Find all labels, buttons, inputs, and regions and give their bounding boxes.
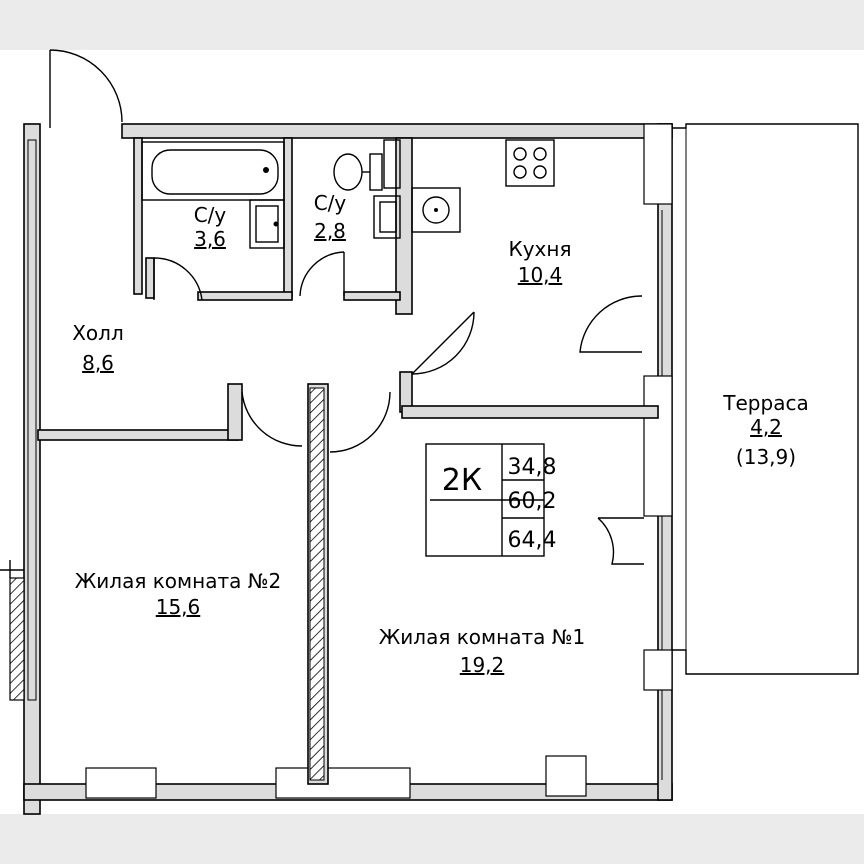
stove (505, 139, 555, 187)
living-area: 34,8 (508, 455, 557, 480)
bath1-area: 3,6 (194, 227, 226, 251)
kitchen-area: 10,4 (518, 263, 563, 287)
terrace-outline (672, 123, 859, 675)
room1-area: 19,2 (460, 653, 505, 677)
bathtub (141, 141, 285, 201)
room1-name: Жилая комната №1 (379, 625, 586, 649)
sink-bath1 (249, 199, 285, 249)
left-ledge (0, 560, 25, 701)
apartment-type: 2К (442, 463, 482, 498)
terrace-name: Терраса (722, 391, 808, 415)
terrace-area: 4,2 (750, 415, 782, 439)
kitchen-name: Кухня (509, 237, 572, 261)
interior-walls (37, 137, 659, 785)
windows-bottom (85, 755, 587, 799)
bath2-area: 2,8 (314, 219, 346, 243)
bath2-name: С/у (314, 191, 347, 215)
total-area: 60,2 (508, 489, 557, 514)
bath1-name: С/у (194, 203, 227, 227)
terrace-area-full: (13,9) (736, 445, 796, 469)
doors (49, 49, 644, 565)
hall-name: Холл (72, 321, 124, 345)
total-with-terrace: 64,4 (508, 528, 557, 553)
ventilation-shaft (383, 139, 401, 189)
hall-area: 8,6 (82, 351, 114, 375)
summary-box (425, 443, 545, 557)
sink-bath2 (373, 195, 401, 239)
room2-area: 15,6 (156, 595, 201, 619)
room2-name: Жилая комната №2 (75, 569, 282, 593)
toilet (333, 153, 383, 191)
kitchen-sink (411, 187, 461, 233)
apartment-floor (38, 138, 666, 785)
windows-right (643, 123, 673, 691)
